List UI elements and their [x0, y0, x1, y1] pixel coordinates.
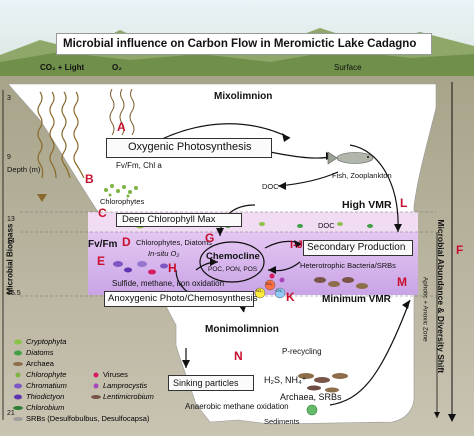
letter-l: L — [400, 196, 408, 210]
secondary-production-label: Secondary Production — [307, 242, 406, 253]
legend-chlorobium: Chlorobium — [26, 403, 65, 412]
sulfide-label: Sulfide, methane, iron oxidation — [112, 279, 225, 288]
letter-b: B — [85, 172, 94, 186]
letter-c: C — [98, 206, 107, 220]
heterotrophic-label: Heterotrophic Bacteria/SRBs — [300, 261, 396, 270]
minimum-vmr-label: Minimum VMR — [322, 294, 391, 305]
chemocline-label: Chemocline — [206, 251, 260, 262]
depth-tick-3: 3 — [7, 95, 11, 102]
letter-ij: I-J — [290, 239, 303, 251]
circle-no3: NO₃ — [256, 289, 263, 293]
sediments-label: Sediments — [264, 417, 300, 426]
secondary-production-box — [303, 240, 413, 256]
legend-archaea: Archaea — [26, 359, 54, 368]
depth-tick-15-5: 15.5 — [7, 290, 21, 297]
abundance-arrowhead — [448, 414, 456, 422]
ray-arrowhead — [37, 194, 47, 202]
co2-light-label: CO₂ + Light — [40, 63, 85, 72]
deep-chl-max-box — [116, 213, 242, 227]
fish-icon — [327, 151, 374, 165]
sinking-particles-box — [168, 375, 254, 391]
oxygenic-photosynthesis-label: Oxygenic Photosynthesis — [128, 141, 252, 153]
monimolimnion-label: Monimolimnion — [205, 324, 279, 335]
p-recycling-label: P-recycling — [282, 347, 322, 356]
doc-label-lower: DOC — [318, 221, 335, 230]
legend-cryptophyta: Cryptophyta — [26, 337, 67, 346]
chlorophytes-diatoms-label: Chlorophytes, Diatoms — [136, 238, 212, 247]
chlorophytes-label: Chlorophytes — [100, 197, 145, 206]
legend-chlorophyte: Chlorophyte — [26, 370, 67, 379]
poc-label: POC, PON, POS — [208, 266, 258, 273]
archaea-group — [298, 373, 348, 393]
high-vmr-label: High VMR — [342, 199, 392, 211]
o2-label: O₂ — [112, 63, 122, 72]
letter-m: M — [397, 275, 407, 289]
insitu-o2-label: In-situ O₂ — [148, 249, 180, 258]
letter-n: N — [234, 349, 243, 363]
o2-rays — [109, 88, 135, 136]
chemocline-loop — [199, 241, 265, 283]
small-circles — [254, 279, 286, 299]
letter-f: F — [456, 243, 464, 257]
legend-thiodictyon: Thiodictyon — [26, 392, 65, 401]
h2s-label: H₂S, NH₄⁺ — [264, 375, 307, 385]
microbial-biomass-label: Microbial Biomass — [5, 223, 15, 295]
mixolimnion-label: Mixolimnion — [214, 91, 273, 102]
legend-diatoms: Diatoms — [26, 348, 54, 357]
legend-srbs: SRBs (Desulfobulbus, Desulfocapsa) — [26, 414, 150, 423]
depth-tick-14: 14 — [7, 238, 15, 245]
diagram-title: Microbial influence on Carbon Flow in Me… — [63, 38, 417, 50]
depth-label: Depth (m) — [7, 165, 41, 174]
fvfm-label: Fv/Fm — [88, 239, 118, 250]
legend-icons — [13, 339, 101, 421]
letter-d: D — [122, 235, 131, 249]
depth-tick-21: 21 — [7, 410, 15, 417]
letter-k: K — [286, 290, 295, 304]
aphotic-arrowhead — [434, 412, 440, 418]
legend-lamprocystis: Lamprocystis — [103, 381, 148, 390]
legend-lentimicrobium: Lentimicrobium — [103, 392, 154, 401]
chlorophytes-cluster — [104, 184, 138, 198]
legend-viruses: Viruses — [103, 370, 128, 379]
oxygenic-photosynthesis-box — [106, 138, 272, 158]
microbes-purple — [113, 261, 368, 289]
depth-tick-13: 13 — [7, 216, 15, 223]
surface-label: Surface — [334, 63, 362, 72]
letter-g: G — [205, 231, 215, 245]
doc-label-upper: DOC — [262, 182, 279, 191]
fvfm-chla-label: Fv/Fm, Chl a — [116, 161, 162, 170]
circle-ch4: CH₄ — [276, 289, 283, 293]
letter-a: A — [117, 120, 126, 134]
fish-zooplankton-label: Fish, Zooplankton — [332, 171, 392, 180]
legend-chromatium: Chromatium — [26, 381, 67, 390]
anaerobic-label: Anaerobic methane oxidation — [185, 402, 289, 411]
letter-h: H — [168, 261, 177, 275]
microbial-abundance-label: Microbial Abundance & Diversity Shift — [436, 219, 447, 374]
deep-chl-max-label: Deep Chlorophyll Max — [122, 214, 216, 225]
sediment-p-circle — [306, 404, 318, 416]
anoxygenic-label: Anoxygenic Photo/Chemosynthesis — [108, 293, 258, 304]
depth-tick-9: 9 — [7, 154, 11, 161]
anoxygenic-box — [104, 291, 254, 307]
circle-so4: SO₄ — [266, 282, 273, 286]
title-box — [56, 33, 432, 55]
letter-e: E — [97, 254, 106, 268]
aphotic-label: Aphotic + Anoxic Zone — [421, 276, 429, 342]
light-rays — [37, 91, 85, 179]
hills — [0, 50, 474, 80]
sinking-particles-label: Sinking particles — [173, 378, 239, 388]
archaea-srbs-label: Archaea, SRBs — [280, 392, 342, 402]
